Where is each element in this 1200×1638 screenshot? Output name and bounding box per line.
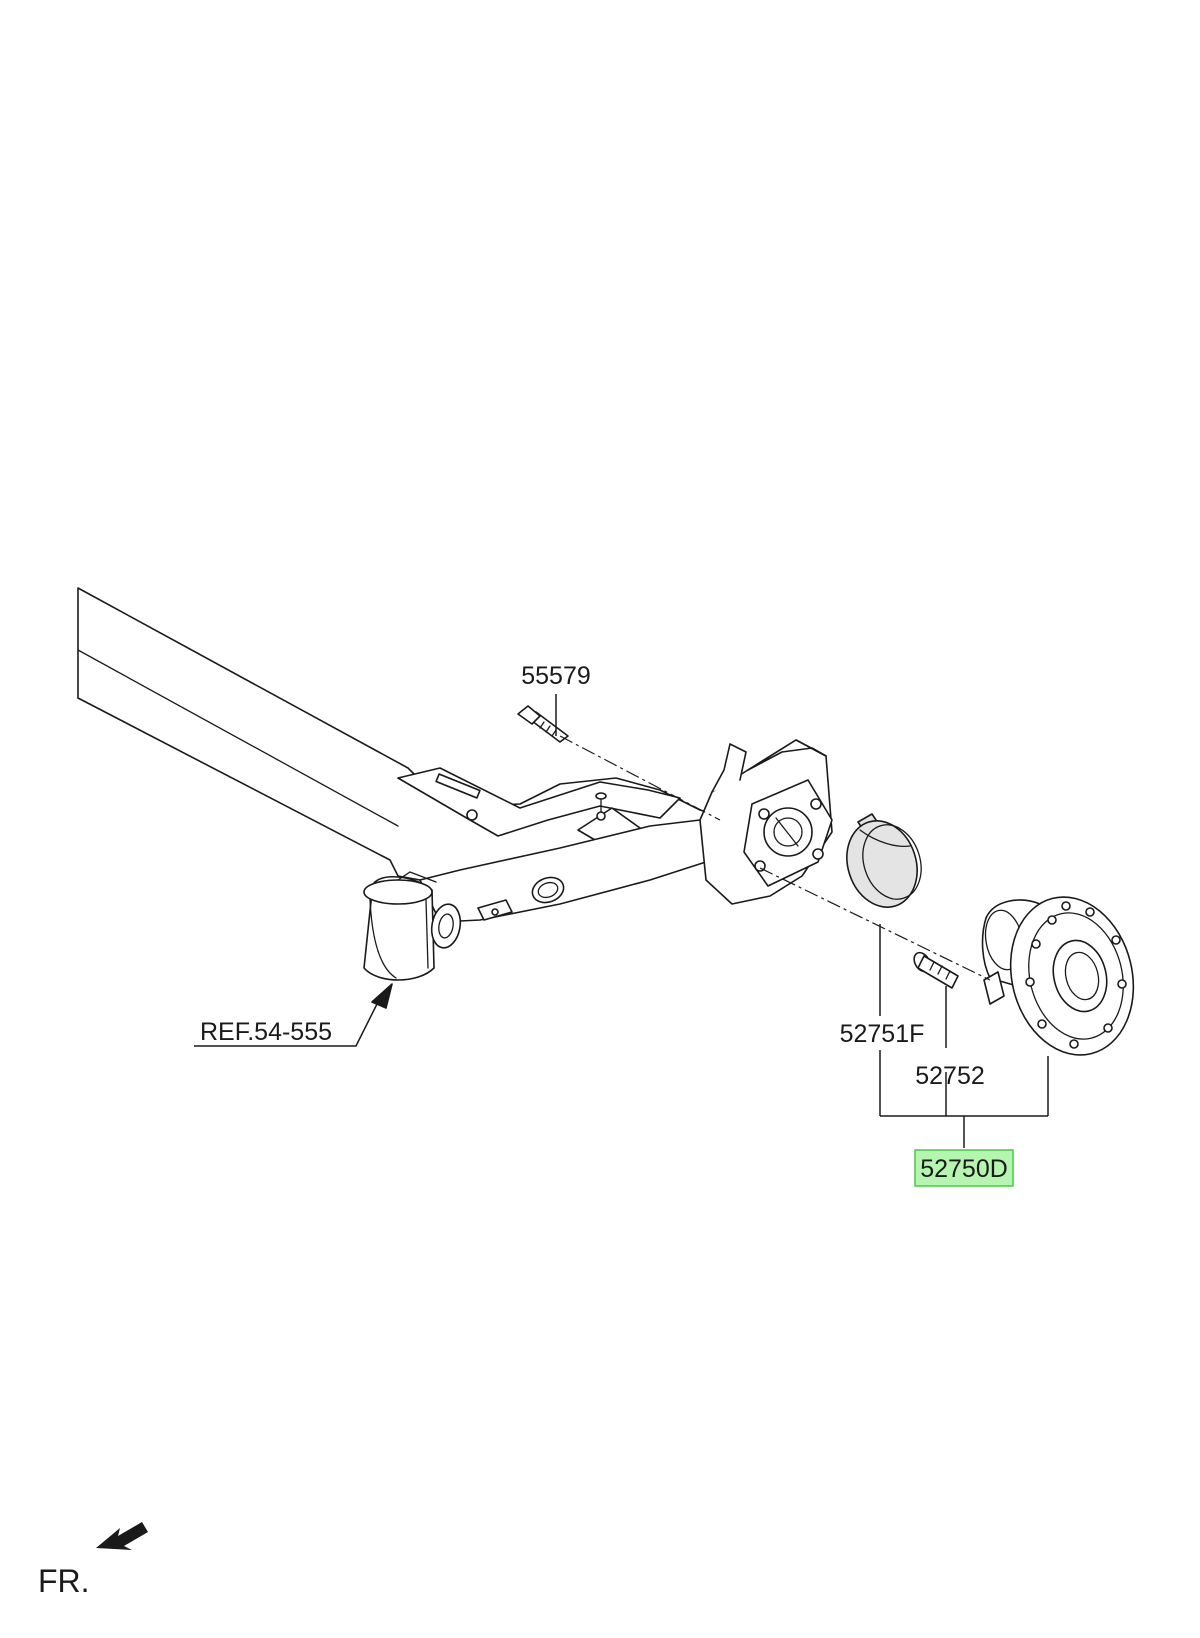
front-indicator: FR. <box>38 1522 148 1599</box>
label-cap-52751F[interactable]: 52751F <box>840 1020 925 1048</box>
bolt-55579 <box>517 705 569 743</box>
spindle-knuckle <box>699 739 833 905</box>
hub-assembly-highlight <box>914 1149 1014 1187</box>
torsion-beam-axle <box>77 587 731 923</box>
label-bolt-55579[interactable]: 55579 <box>521 662 591 690</box>
alignment-lines <box>559 735 991 981</box>
front-direction-arrow-icon <box>96 1522 148 1550</box>
wheel-stud-52752 <box>913 951 959 989</box>
label-hub-assembly-52750D[interactable]: 52750D <box>920 1155 1008 1183</box>
bushing-sleeve <box>363 871 462 981</box>
label-ref-54-555[interactable]: REF.54-555 <box>200 1018 332 1046</box>
leader-lines <box>194 694 1049 1148</box>
front-label: FR. <box>38 1563 90 1599</box>
flange-bore <box>763 807 813 857</box>
ref-arrow-head <box>371 983 393 1009</box>
hub-cap-52751F <box>846 813 922 908</box>
hub-bearing-assembly <box>981 896 1135 1056</box>
label-stud-52752[interactable]: 52752 <box>915 1062 985 1090</box>
